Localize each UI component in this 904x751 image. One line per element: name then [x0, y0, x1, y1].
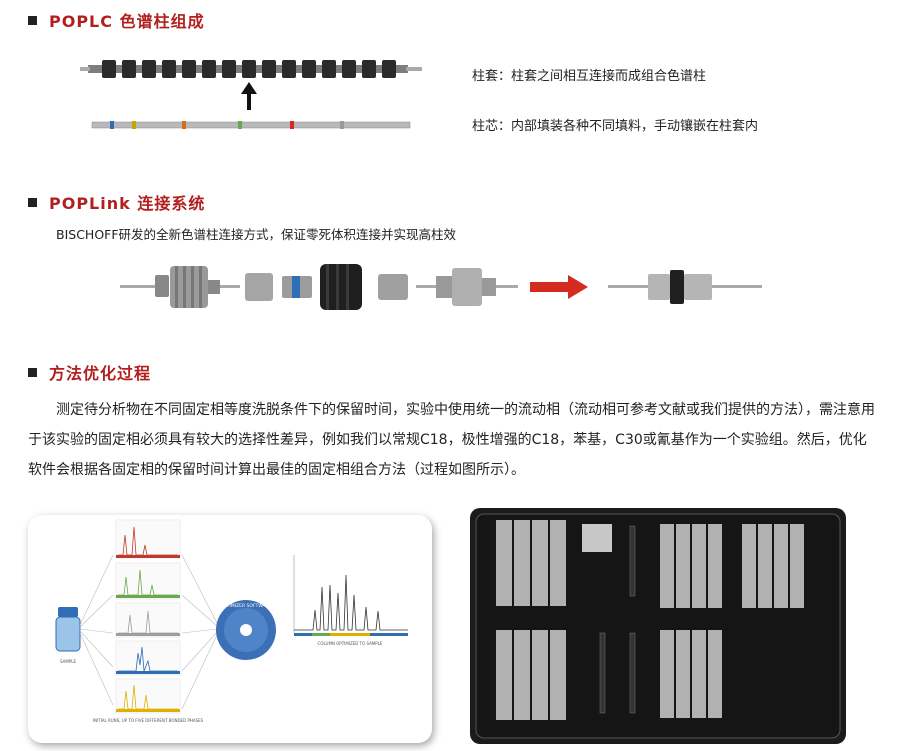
section-title-poplink: POPLink 连接系统	[28, 190, 205, 214]
connection-parts-illustration	[120, 264, 762, 310]
optimized-chromatogram	[293, 555, 408, 636]
black-nut-icon	[320, 264, 362, 310]
small-box	[582, 524, 612, 552]
bullet-square-icon	[28, 198, 37, 207]
optimizer-label: OPTIMIZER SOFTWARE	[221, 603, 272, 609]
column-box-group-1	[496, 520, 566, 606]
column-box-group-2	[660, 524, 722, 608]
sleeve-part-icon	[245, 273, 273, 301]
arrow-up-icon	[241, 82, 257, 110]
section-title-method: 方法优化过程	[28, 360, 151, 384]
column-optimized-label: COLUMN OPTIMIZED TO SAMPLE	[318, 641, 383, 646]
column-box-group-3	[742, 524, 804, 608]
fitting-nut-icon	[120, 266, 240, 308]
bullet-square-icon	[28, 16, 37, 25]
sleeve-description: 柱套：柱套之间相互连接而成组合色谱柱	[472, 69, 707, 84]
column-kit-case-photo	[470, 508, 846, 744]
union-fitting-icon	[416, 268, 518, 306]
sample-bottle-icon	[55, 607, 81, 652]
bullet-square-icon	[28, 368, 37, 377]
core-rod	[91, 121, 411, 129]
coupling-part-icon	[378, 274, 408, 300]
initial-runs-label: INITIAL RUNS, UP TO FIVE DIFFERENT BONDE…	[93, 718, 204, 723]
column-illustration	[80, 60, 422, 129]
initial-runs-chromatograms	[115, 519, 181, 714]
sample-label: SAMPLE	[60, 659, 76, 664]
converge-lines	[181, 554, 219, 710]
ferrule-part-icon	[282, 276, 312, 298]
sleeve-segments	[102, 60, 396, 78]
column-box-group-5	[660, 630, 722, 718]
fan-lines	[79, 554, 114, 706]
optimizer-disc-icon	[216, 600, 276, 660]
method-paragraph: 测定待分析物在不同固定相等度洗脱条件下的保留时间，实验中使用统一的流动相（流动相…	[28, 402, 875, 478]
kit-case-illustration	[475, 513, 841, 739]
core-description: 柱芯：内部填装各种不同填料，手动镶嵌在柱套内	[472, 119, 759, 134]
section-title-poplc: POPLC 色谱柱组成	[28, 8, 205, 32]
optimization-diagram: SAMPLE INITIAL RUNS, UP TO	[55, 519, 408, 723]
column-box-group-4	[496, 630, 566, 720]
optimization-diagram-panel: SAMPLE INITIAL RUNS, UP TO	[28, 515, 432, 743]
loose-columns	[599, 525, 636, 714]
assembled-connector-icon	[608, 270, 762, 304]
poplink-description: BISCHOFF研发的全新色谱柱连接方式，保证零死体积连接并实现高柱效	[56, 227, 457, 242]
arrow-right-icon	[530, 275, 588, 299]
